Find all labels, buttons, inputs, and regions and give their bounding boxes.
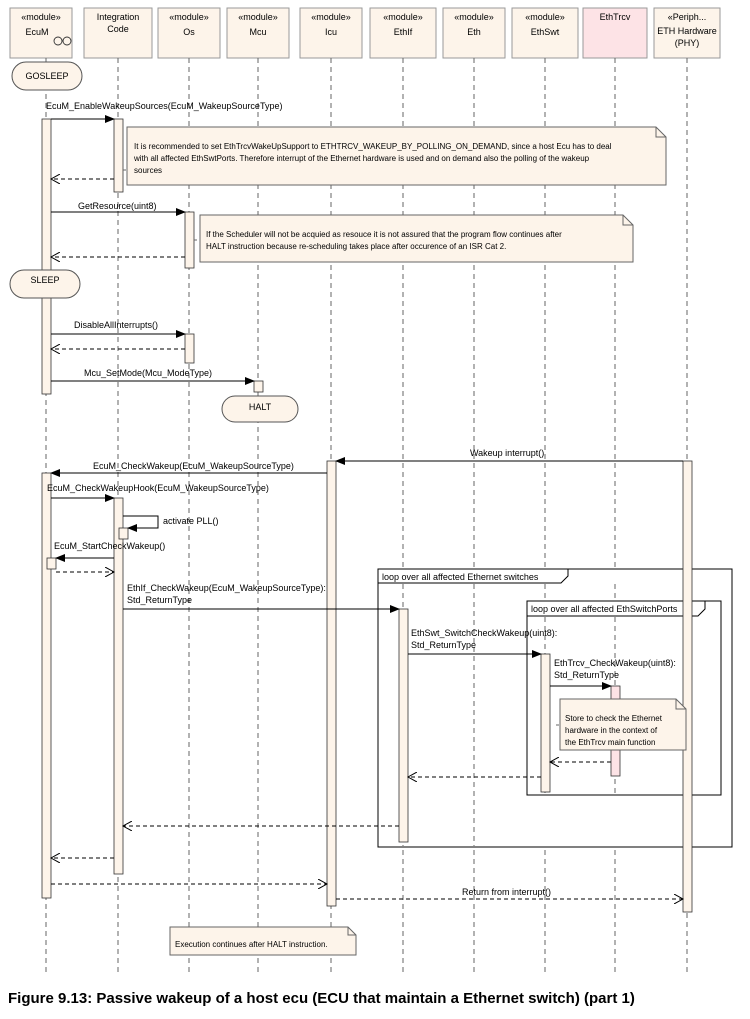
lifeline-stereotype: «module» <box>169 12 209 22</box>
lifeline-ecum: «module» EcuM <box>9 7 73 59</box>
note-execution-continues: Execution continues after HALT instructi… <box>169 926 357 956</box>
lifeline-icu: «module» Icu <box>299 7 363 59</box>
message-label: Mcu_SetMode(Mcu_ModeType) <box>84 368 212 378</box>
state-gosleep: GOSLEEP <box>11 61 83 91</box>
message-disable-all-interrupts: DisableAllInterrupts() <box>51 320 186 338</box>
lifeline-stereotype: «module» <box>311 12 351 22</box>
note-line: with all affected EthSwtPorts. Therefore… <box>133 154 590 163</box>
lifeline-ethswt: «module» EthSwt <box>511 7 579 59</box>
note-line: sources <box>134 166 162 175</box>
state-label: HALT <box>249 402 272 412</box>
message-return-from-interrupt: Return from interrupt() <box>336 887 683 899</box>
state-label: GOSLEEP <box>25 71 68 81</box>
message-label: EthIf_CheckWakeup(EcuM_WakeupSourceType)… <box>127 583 326 593</box>
lifeline-name: Mcu <box>249 27 266 37</box>
message-check-wakeup-hook: EcuM_CheckWakeupHook(EcuM_WakeupSourceTy… <box>47 483 269 502</box>
note-wakeup-support: It is recommended to set EthTrcvWakeUpSu… <box>126 126 667 186</box>
lifeline-headers: «module» EcuM Integration Code «module» … <box>9 7 721 59</box>
message-label: EcuM_StartCheckWakeup() <box>54 541 165 551</box>
lifeline-stereotype: «module» <box>238 12 278 22</box>
lifeline-stereotype: «module» <box>21 12 61 22</box>
message-label: Wakeup interrupt() <box>470 448 544 458</box>
message-ethswt-switch-check-wakeup: EthSwt_SwitchCheckWakeup(uint8): Std_Ret… <box>408 628 557 658</box>
lifeline-name-line2: Code <box>107 24 129 34</box>
message-wakeup-interrupt: Wakeup interrupt() <box>335 448 683 465</box>
message-enable-wakeup-sources: EcuM_EnableWakeupSources(EcuM_WakeupSour… <box>46 101 282 123</box>
message-label: EthTrcv_CheckWakeup(uint8): <box>554 658 676 668</box>
lifeline-stereotype: «module» <box>525 12 565 22</box>
lifeline-integration-code: Integration Code <box>83 7 153 59</box>
state-sleep: SLEEP <box>9 269 81 299</box>
lifeline-name: Os <box>183 27 195 37</box>
message-label-line2: Std_ReturnType <box>554 670 619 680</box>
note-line: hardware in the context of <box>565 726 658 735</box>
messages: EcuM_EnableWakeupSources(EcuM_WakeupSour… <box>46 101 683 899</box>
message-label: EcuM_CheckWakeup(EcuM_WakeupSourceType) <box>93 461 294 471</box>
message-label: activate PLL() <box>163 516 219 526</box>
note-anchors <box>123 169 560 726</box>
lifeline-stereotype: «module» <box>383 12 423 22</box>
lifeline-mcu: «module» Mcu <box>226 7 290 59</box>
message-ecum-check-wakeup: EcuM_CheckWakeup(EcuM_WakeupSourceType) <box>50 461 327 477</box>
message-activate-pll: activate PLL() <box>123 515 219 532</box>
message-label: DisableAllInterrupts() <box>74 320 158 330</box>
note-line: Execution continues after HALT instructi… <box>175 940 328 949</box>
note-line: Store to check the Ethernet <box>565 714 663 723</box>
message-ethif-check-wakeup: EthIf_CheckWakeup(EcuM_WakeupSourceType)… <box>123 583 400 613</box>
message-label-line2: Std_ReturnType <box>411 640 476 650</box>
lifeline-stereotype: «module» <box>454 12 494 22</box>
state-label: SLEEP <box>30 275 59 285</box>
lifeline-name: EthSwt <box>531 27 560 37</box>
message-start-check-wakeup: EcuM_StartCheckWakeup() <box>54 541 165 562</box>
figure-caption: Figure 9.13: Passive wakeup of a host ec… <box>8 990 635 1007</box>
message-mcu-set-mode: Mcu_SetMode(Mcu_ModeType) <box>51 368 255 385</box>
lifeline-name-line2: (PHY) <box>675 38 700 48</box>
lifeline-eth-hardware: «Periph... ETH Hardware (PHY) <box>653 7 721 59</box>
lifeline-name: Eth <box>467 27 481 37</box>
lifeline-name: ETH Hardware <box>657 26 717 36</box>
note-line: the EthTrcv main function <box>565 738 655 747</box>
note-line: If the Scheduler will not be acquied as … <box>206 230 562 239</box>
message-get-resource: GetResource(uint8) <box>51 201 186 216</box>
loop-label: loop over all affected EthSwitchPorts <box>531 604 678 614</box>
lifeline-ethtrcv: EthTrcv <box>582 7 648 59</box>
message-ethtrcv-check-wakeup: EthTrcv_CheckWakeup(uint8): Std_ReturnTy… <box>550 658 676 690</box>
state-halt: HALT <box>221 395 299 423</box>
loop-label: loop over all affected Ethernet switches <box>382 572 539 582</box>
activation-bars <box>41 118 693 913</box>
lifeline-name: EcuM <box>25 27 48 37</box>
lifeline-name: EthIf <box>394 27 413 37</box>
lifeline-ethif: «module» EthIf <box>369 7 437 59</box>
message-label: EcuM_CheckWakeupHook(EcuM_WakeupSourceTy… <box>47 483 269 493</box>
lifeline-name: EthTrcv <box>600 12 631 22</box>
message-label: GetResource(uint8) <box>78 201 157 211</box>
lifeline-eth: «module» Eth <box>442 7 506 59</box>
component-icon <box>53 36 72 46</box>
message-label: EcuM_EnableWakeupSources(EcuM_WakeupSour… <box>46 101 282 111</box>
message-label: Return from interrupt() <box>462 887 551 897</box>
note-line: It is recommended to set EthTrcvWakeUpSu… <box>134 142 612 151</box>
message-label-line2: Std_ReturnType <box>127 595 192 605</box>
message-label: EthSwt_SwitchCheckWakeup(uint8): <box>411 628 557 638</box>
note-scheduler: If the Scheduler will not be acquied as … <box>199 214 634 263</box>
lifeline-stereotype: «Periph... <box>668 12 707 22</box>
note-line: HALT instruction because re-scheduling t… <box>206 242 506 251</box>
lifeline-name: Icu <box>325 27 337 37</box>
note-ethtrcv-store: Store to check the Ethernet hardware in … <box>559 698 687 751</box>
lifeline-name: Integration <box>97 12 140 22</box>
lifeline-os: «module» Os <box>157 7 221 59</box>
